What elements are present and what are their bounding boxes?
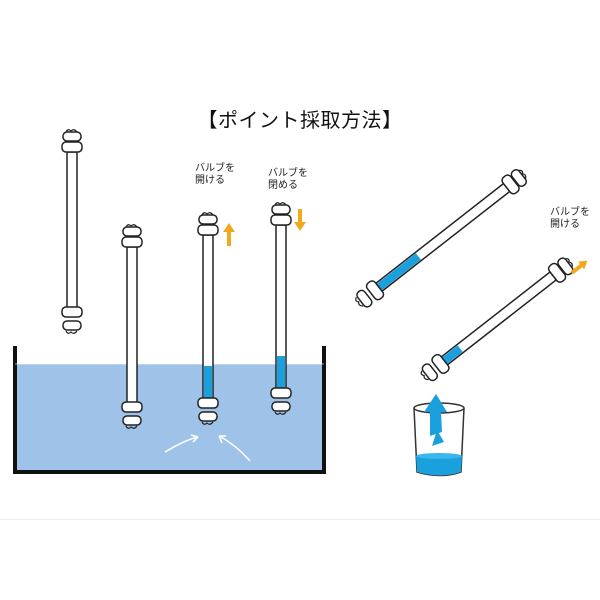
water-body xyxy=(15,364,324,472)
white-curved-arrows-icon xyxy=(164,434,251,462)
page-title: 【ポイント採取方法】 xyxy=(197,108,403,132)
sampler-tube-4 xyxy=(270,201,292,416)
sampler-tube-1 xyxy=(61,128,83,335)
sampler-tube-2 xyxy=(121,223,143,430)
orange-diagonal-arrow-icon xyxy=(570,260,588,275)
close-valve-label: バルブを 閉める xyxy=(268,168,308,191)
divider xyxy=(0,519,600,520)
orange-down-arrow-icon xyxy=(294,209,306,231)
sampler-tube-5 xyxy=(351,165,532,313)
open-valve-label-2: バルブを 開ける xyxy=(550,207,590,230)
orange-up-arrow-icon xyxy=(223,223,235,246)
sample-liquid xyxy=(277,356,285,390)
open-valve-label-1: バルブを 開ける xyxy=(195,163,235,186)
sampler-tube-3 xyxy=(197,211,219,426)
tank-wall xyxy=(13,346,326,474)
blue-pour-arrow-icon xyxy=(424,394,447,446)
water-tank xyxy=(13,346,326,474)
sampler-tube-6 xyxy=(416,253,578,386)
sample-liquid xyxy=(204,366,212,400)
